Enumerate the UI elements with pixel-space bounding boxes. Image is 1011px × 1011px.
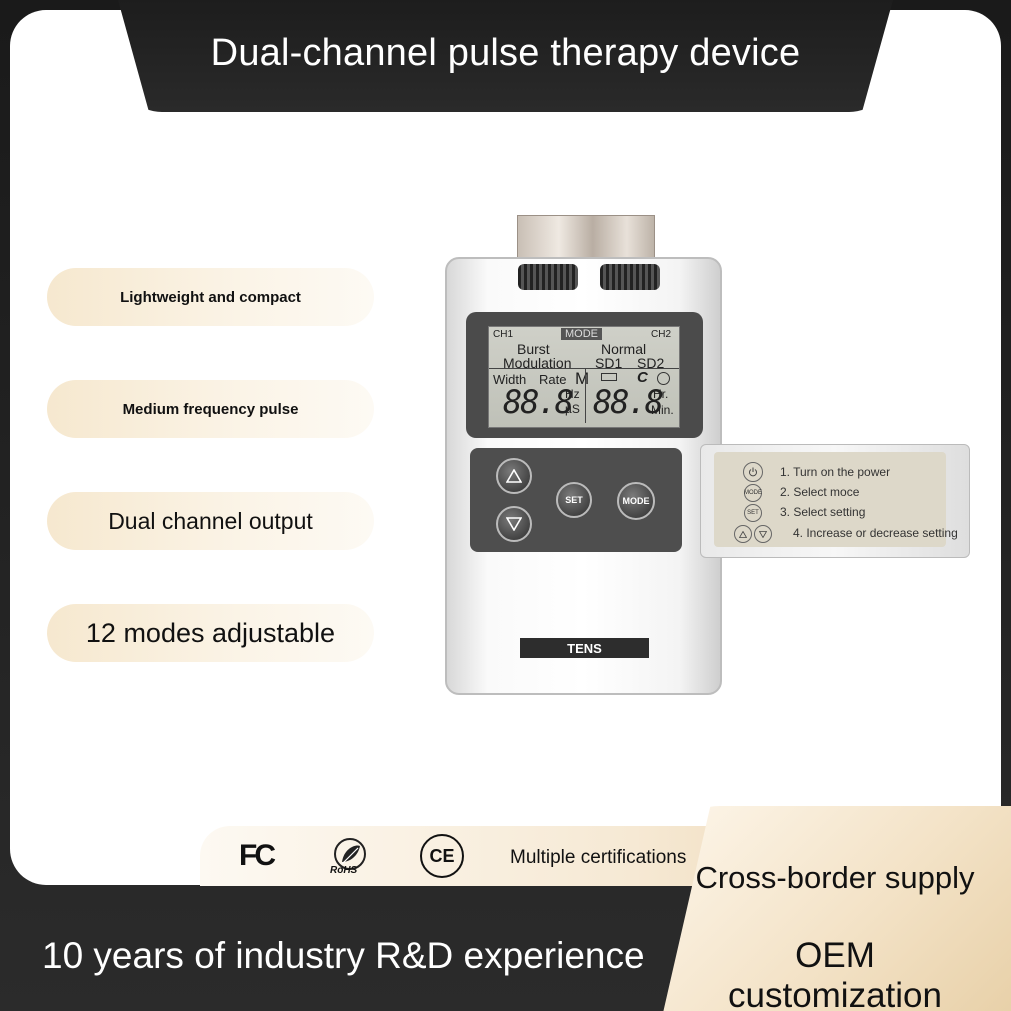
lcd-ch1: CH1: [493, 329, 514, 340]
up-mini-icon: [734, 525, 752, 543]
feature-pill-lightweight: Lightweight and compact: [47, 268, 374, 326]
mode-mini-icon: MODE: [744, 484, 762, 502]
lcd-ch2: CH2: [651, 329, 672, 340]
gold-badge-panel: [660, 806, 1011, 1011]
power-glyph: [749, 467, 757, 477]
triangle-down-icon: [759, 530, 767, 538]
clock-icon: [657, 372, 670, 385]
lcd-sd2: SD2: [637, 355, 665, 371]
tens-label: TENS: [520, 638, 649, 658]
triangle-up-icon: [739, 530, 747, 538]
lcd-left-digits: 88.8: [503, 383, 574, 421]
lcd-display: CH1 MODE CH2 Burst Normal Modulation SD1…: [488, 326, 680, 428]
lcd-min: Min.: [651, 403, 674, 417]
lcd-rate: Rate: [539, 372, 567, 387]
lcd-right-digits: 88.8: [593, 383, 664, 421]
ce-logo: CE: [420, 834, 464, 878]
instruction-step-3: 3. Select setting: [780, 505, 866, 519]
mode-button[interactable]: MODE: [617, 482, 655, 520]
set-mini-icon: SET: [744, 504, 762, 522]
lcd-burst: Burst: [517, 341, 550, 357]
power-icon: [743, 462, 763, 482]
lcd-hr: Hr.: [653, 387, 669, 401]
battery-icon: [601, 373, 617, 381]
lcd-mode: MODE: [561, 328, 602, 340]
title-banner: [118, 0, 893, 112]
lcd-width: Width: [493, 372, 527, 387]
set-button[interactable]: SET: [556, 482, 592, 518]
down-arrow-button[interactable]: [496, 506, 532, 542]
channel-1-knob: [518, 264, 578, 290]
feature-pill-dual-channel: Dual channel output: [47, 492, 374, 550]
lcd-divider-vertical: [585, 369, 586, 423]
feature-pill-modes: 12 modes adjustable: [47, 604, 374, 662]
down-mini-icon: [754, 525, 772, 543]
instruction-step-4: 4. Increase or decrease setting: [793, 526, 958, 540]
channel-2-knob: [600, 264, 660, 290]
oem-customization: OEM customization: [728, 936, 942, 1011]
lcd-hz: Hz: [565, 387, 580, 401]
triangle-up-icon: [506, 469, 522, 483]
triangle-down-icon: [506, 517, 522, 531]
cross-border-supply: Cross-border supply: [695, 860, 975, 895]
certifications-text: Multiple certifications: [510, 847, 687, 868]
experience-tagline: 10 years of industry R&D experience: [42, 935, 645, 976]
rohs-icon: RoHS: [330, 836, 370, 876]
lcd-sd1: SD1: [595, 355, 623, 371]
up-arrow-button[interactable]: [496, 458, 532, 494]
instruction-step-2: 2. Select moce: [780, 485, 860, 499]
lcd-m: M: [575, 369, 590, 388]
rohs-text: RoHS: [330, 865, 358, 876]
page-title: Dual-channel pulse therapy device: [210, 32, 801, 74]
lcd-divider: [489, 368, 679, 369]
lcd-modulation: Modulation: [503, 355, 572, 371]
lcd-normal: Normal: [601, 341, 647, 357]
lcd-c: C: [637, 369, 648, 386]
instruction-step-1: 1. Turn on the power: [780, 465, 891, 479]
feature-pill-frequency: Medium frequency pulse: [47, 380, 374, 438]
lcd-us: µS: [565, 402, 580, 416]
fc-logo: FC: [239, 839, 276, 872]
rohs-leaf-icon: [334, 838, 366, 870]
